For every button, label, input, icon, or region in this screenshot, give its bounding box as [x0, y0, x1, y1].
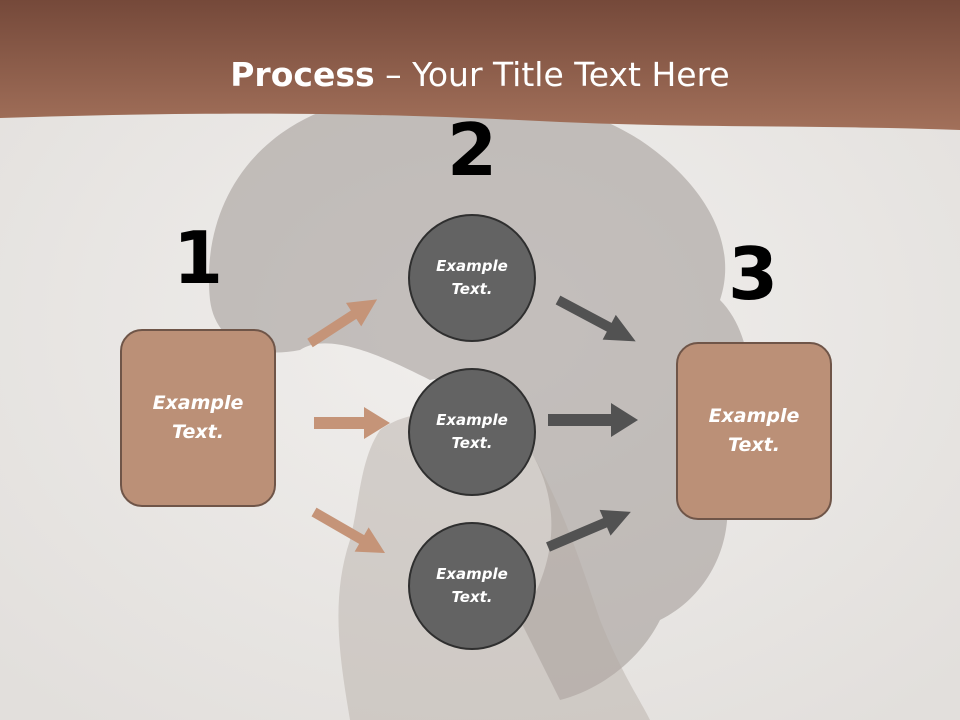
step-number-2: 2	[446, 108, 498, 192]
title-rest: – Your Title Text Here	[374, 55, 730, 94]
circle-bottom-label: Example Text.	[436, 565, 508, 606]
step-3-box: Example Text.	[676, 342, 832, 520]
arrow-1-to-middle	[314, 407, 390, 439]
step-2-circle-top: Example Text.	[408, 214, 536, 342]
portrait-silhouette	[208, 90, 751, 701]
step-number-3: 3	[727, 232, 779, 316]
arrow-1-to-top	[307, 299, 378, 348]
arrow-1-to-bottom	[311, 507, 386, 553]
arrow-middle-to-3	[548, 403, 638, 437]
arrow-top-to-3	[555, 295, 636, 342]
circle-top-label: Example Text.	[436, 257, 508, 298]
header-band	[0, 0, 960, 130]
title-bold: Process	[230, 55, 375, 94]
step-1-box: Example Text.	[120, 329, 276, 507]
step-2-circle-middle: Example Text.	[408, 368, 536, 496]
arrow-bottom-to-3	[546, 509, 631, 552]
step-2-circle-bottom: Example Text.	[408, 522, 536, 650]
step-3-label: Example Text.	[708, 405, 800, 456]
circle-middle-label: Example Text.	[436, 411, 508, 452]
step-number-1: 1	[172, 216, 224, 300]
step-1-label: Example Text.	[152, 392, 244, 443]
slide-title: Process – Your Title Text Here	[0, 50, 960, 100]
